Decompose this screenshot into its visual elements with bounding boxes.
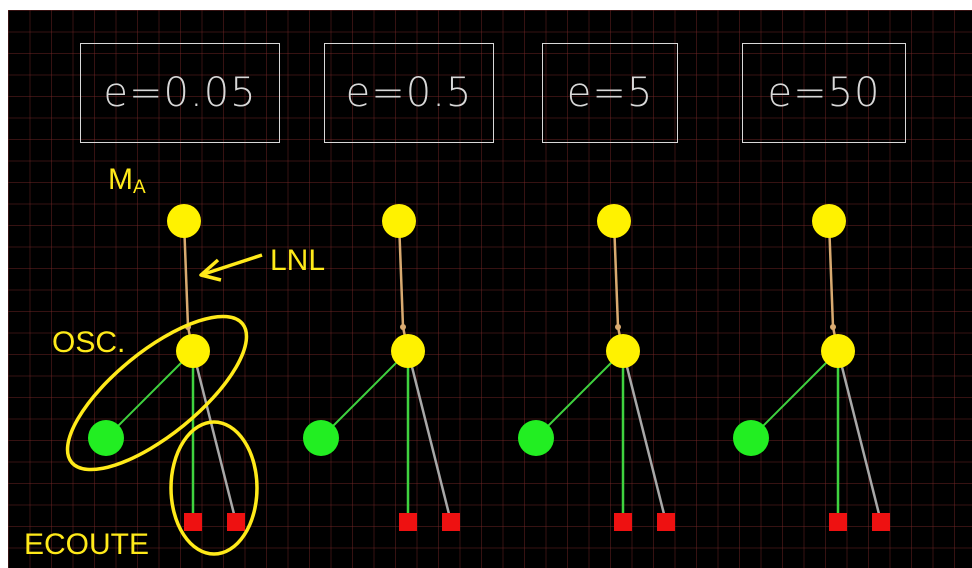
ecoute-node-b-3 xyxy=(657,513,675,531)
osc-node-3 xyxy=(606,334,640,368)
ecoute-node-a-2 xyxy=(399,513,417,531)
ma-node-3 xyxy=(597,204,631,238)
osc-link-1 xyxy=(105,350,194,439)
ecoute-node-a-1 xyxy=(184,513,202,531)
label-text-1: e=0.05 xyxy=(103,70,257,116)
label-text-4: e=50 xyxy=(767,70,881,116)
osc-link-4 xyxy=(750,350,839,439)
ecoute-link-grey-1 xyxy=(191,350,238,523)
lnl-link-2 xyxy=(397,220,405,328)
green-node-4 xyxy=(733,420,769,456)
ma-node-4 xyxy=(812,204,846,238)
osc-highlight-ellipse xyxy=(65,314,249,472)
ma-node-2 xyxy=(382,204,416,238)
grid-background: e=0.05 e=0.5 e=5 e=50 MA LNL OSC. ECOUTE xyxy=(8,10,972,568)
green-node-3 xyxy=(518,420,554,456)
label-text-2: e=0.5 xyxy=(345,70,473,116)
ecoute-highlight-ellipse xyxy=(169,420,259,556)
lnl-link-3 xyxy=(612,220,620,328)
label-box-1: e=0.05 xyxy=(80,43,280,143)
lnl-joint-4 xyxy=(830,324,836,330)
lnl-joint-3 xyxy=(615,324,621,330)
ecoute-link-grey-2 xyxy=(406,350,453,523)
ma-subscript: A xyxy=(133,177,146,198)
lnl-link-4 xyxy=(827,220,835,328)
osc-link-2 xyxy=(320,350,409,439)
ma-annotation: MA xyxy=(108,163,146,198)
green-node-2 xyxy=(303,420,339,456)
label-box-3: e=5 xyxy=(542,43,678,143)
label-box-4: e=50 xyxy=(742,43,906,143)
ecoute-node-b-4 xyxy=(872,513,890,531)
lnl-arrow-head xyxy=(199,258,222,282)
ecoute-node-b-1 xyxy=(227,513,245,531)
ecoute-node-a-4 xyxy=(829,513,847,531)
network-figure xyxy=(65,204,890,556)
ecoute-link-grey-4 xyxy=(836,350,883,523)
osc-node-2 xyxy=(391,334,425,368)
ecoute-annotation: ECOUTE xyxy=(24,528,150,561)
ma-label: M xyxy=(108,163,133,196)
green-node-1 xyxy=(88,420,124,456)
lnl-arrow-shaft xyxy=(203,253,263,276)
lnl-annotation: LNL xyxy=(270,244,326,277)
osc-node-4 xyxy=(821,334,855,368)
osc-link-3 xyxy=(535,350,624,439)
lnl-joint-2 xyxy=(400,324,406,330)
ecoute-link-grey-3 xyxy=(621,350,668,523)
label-text-3: e=5 xyxy=(566,70,654,116)
lnl-link-1 xyxy=(182,220,190,328)
label-box-2: e=0.5 xyxy=(324,43,494,143)
osc-node-1 xyxy=(176,334,210,368)
ma-node-1 xyxy=(167,204,201,238)
osc-annotation: OSC. xyxy=(52,326,126,359)
ecoute-node-b-2 xyxy=(442,513,460,531)
ecoute-node-a-3 xyxy=(614,513,632,531)
